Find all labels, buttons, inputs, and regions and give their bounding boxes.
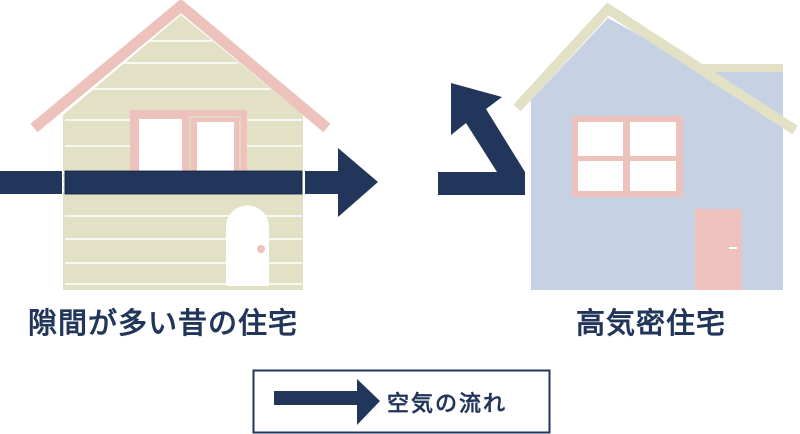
new-house-window: [572, 116, 683, 197]
new-house-roof-extension: [703, 64, 783, 72]
old-house-door: [226, 205, 269, 286]
legend: [252, 369, 551, 434]
old-house-window: [130, 110, 247, 173]
door-handle: [729, 247, 737, 249]
air-flow-arrow-blocked: [438, 83, 525, 195]
old-house-roof: [30, 0, 331, 133]
legend-label: 空気の流れ: [387, 392, 508, 417]
new-house-door: [695, 209, 742, 290]
air-flow-arrow-through: [0, 148, 378, 217]
old-house: [30, 0, 331, 290]
legend-arrow-icon: [274, 379, 380, 425]
new-house: [513, 2, 798, 290]
door-knob: [257, 245, 265, 253]
old-house-label: 隙間が多い昔の住宅: [28, 306, 299, 340]
new-house-roof: [513, 2, 798, 135]
new-house-label: 高気密住宅: [576, 306, 727, 340]
